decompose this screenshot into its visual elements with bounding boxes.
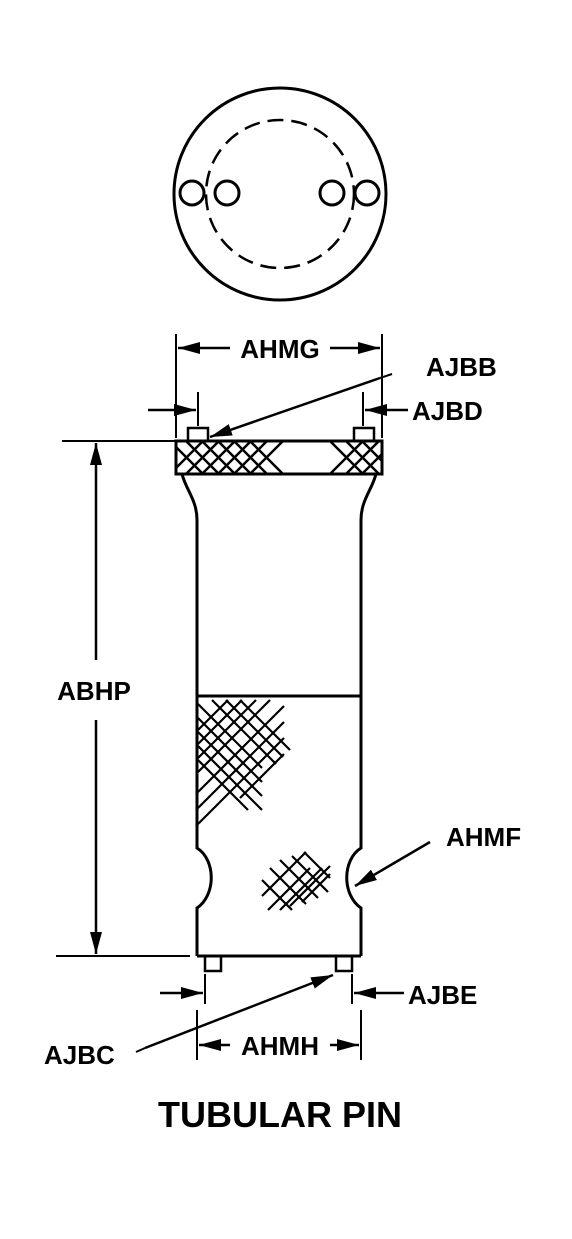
bottom-contact-left: [203, 954, 223, 973]
top-cap-knurl: [176, 441, 382, 474]
end-view: [172, 86, 388, 302]
top-contact-right: [352, 426, 376, 443]
ajbc-leader-arrow: [144, 973, 334, 1050]
label-ahmg: AHMG: [240, 334, 319, 364]
dimensions: [56, 334, 431, 1060]
body-crosshatch-upper: [197, 699, 291, 825]
pin-body-outline-left: [180, 473, 213, 956]
ajbb-leader: [379, 373, 393, 379]
end-view-hidden-circle: [204, 118, 356, 270]
bottom-contact-right: [334, 954, 354, 973]
label-ajbc: AJBC: [44, 1040, 115, 1070]
label-ajbe: AJBE: [408, 980, 477, 1010]
diagram-title: TUBULAR PIN: [158, 1094, 402, 1135]
label-ajbd: AJBD: [412, 396, 483, 426]
end-view-hole-right-outer: [353, 179, 381, 207]
end-view-hole-right-inner: [318, 179, 346, 207]
top-cap-band: [174, 439, 384, 476]
pin-body-outline-right: [345, 473, 378, 956]
end-view-outer-circle: [172, 86, 388, 302]
end-view-hole-left-inner: [213, 179, 241, 207]
top-contact-left: [186, 426, 210, 443]
ajbc-leader: [135, 1047, 146, 1053]
label-ahmh: AHMH: [241, 1031, 319, 1061]
label-abhp: ABHP: [57, 676, 131, 706]
labels: AHMG AJBB AJBD ABHP AHMF AJBE AJBC AHMH …: [44, 334, 521, 1135]
label-ajbb: AJBB: [426, 352, 497, 382]
pin-side-view: [174, 426, 384, 973]
ajbb-leader-arrow: [209, 376, 381, 439]
label-ahmf: AHMF: [446, 822, 521, 852]
end-view-hole-left-outer: [178, 179, 206, 207]
ahmf-leader-arrow: [354, 840, 431, 888]
body-crosshatch-lower: [261, 851, 331, 911]
